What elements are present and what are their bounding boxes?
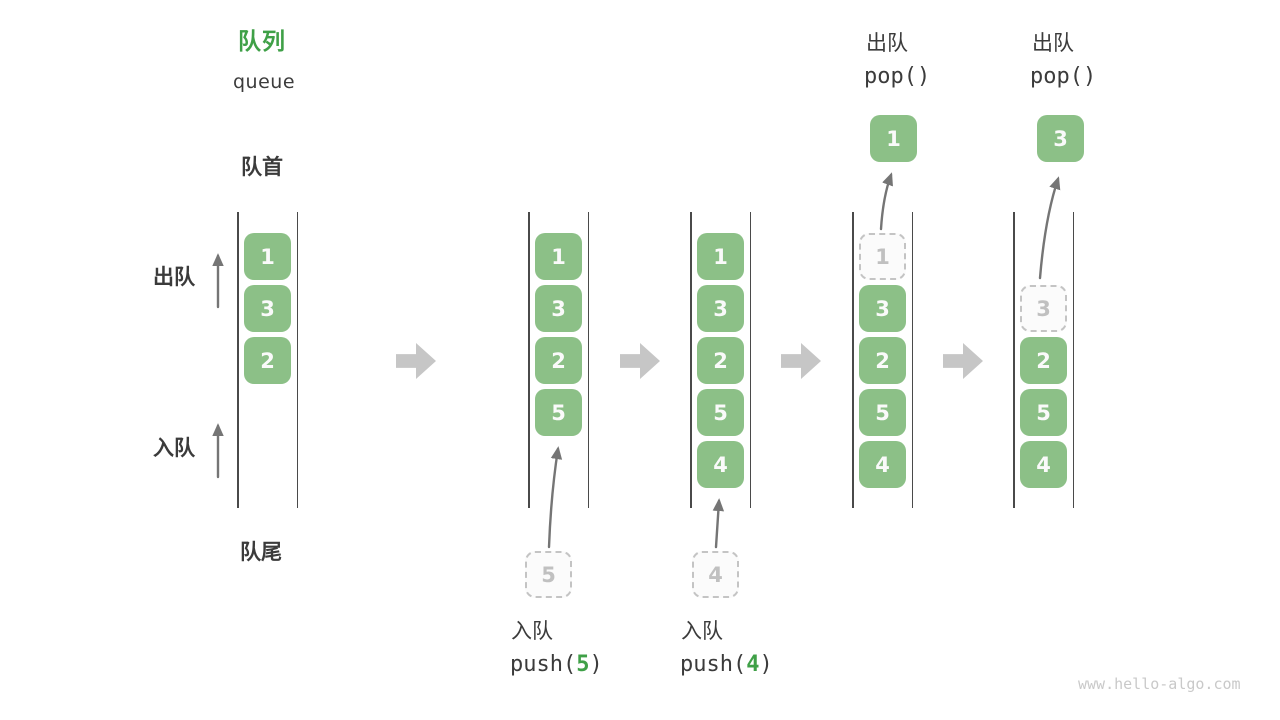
queue-wall xyxy=(911,212,913,508)
popped-element: 1 xyxy=(870,115,917,162)
queue-element: 2 xyxy=(244,337,291,384)
pop-code: pop() xyxy=(1030,64,1097,89)
right-block-arrow-icon xyxy=(396,343,436,379)
queue-element: 1 xyxy=(535,233,582,280)
queue-wall xyxy=(237,212,239,508)
queue-wall xyxy=(587,212,589,508)
popped-element: 3 xyxy=(1037,115,1084,162)
queue-element: 5 xyxy=(697,389,744,436)
queue-state-3: 1 3 2 5 4 xyxy=(690,212,751,508)
queue-wall xyxy=(1013,212,1015,508)
queue-state-5: 3 2 5 4 xyxy=(1013,212,1074,508)
right-block-arrow-icon xyxy=(781,343,821,379)
queue-wall xyxy=(749,212,751,508)
watermark: www.hello-algo.com xyxy=(1078,675,1241,693)
queue-element: 2 xyxy=(1020,337,1067,384)
queue-element: 5 xyxy=(859,389,906,436)
queue-element-removed: 3 xyxy=(1020,285,1067,332)
pending-element: 4 xyxy=(692,551,739,598)
queue-element: 1 xyxy=(244,233,291,280)
queue-element: 1 xyxy=(697,233,744,280)
push-code-suffix: ) xyxy=(759,652,773,677)
queue-element: 3 xyxy=(697,285,744,332)
queue-wall xyxy=(296,212,298,508)
diagram-title-en: queue xyxy=(233,71,296,93)
enqueue-op-label: 入队 xyxy=(681,619,723,643)
queue-element: 5 xyxy=(535,389,582,436)
queue-state-2: 1 3 2 5 xyxy=(528,212,589,508)
enqueue-op-label: 入队 xyxy=(511,619,553,643)
queue-state-1: 1 3 2 xyxy=(237,212,298,508)
queue-element-removed: 1 xyxy=(859,233,906,280)
right-block-arrow-icon xyxy=(943,343,983,379)
queue-element: 2 xyxy=(697,337,744,384)
push-code-suffix: ) xyxy=(589,652,603,677)
queue-element: 4 xyxy=(1020,441,1067,488)
queue-element: 2 xyxy=(535,337,582,384)
pop-code: pop() xyxy=(864,64,931,89)
dequeue-op-label: 出队 xyxy=(1032,31,1074,55)
push-code-prefix: push( xyxy=(680,652,747,677)
queue-element: 3 xyxy=(244,285,291,332)
queue-element: 2 xyxy=(859,337,906,384)
queue-state-4: 1 3 2 5 4 xyxy=(852,212,913,508)
dequeue-side-label: 出队 xyxy=(153,265,195,289)
push-code: push(5) xyxy=(510,652,603,677)
queue-element: 4 xyxy=(859,441,906,488)
push-code-prefix: push( xyxy=(510,652,577,677)
queue-rear-label: 队尾 xyxy=(240,540,282,564)
queue-front-label: 队首 xyxy=(241,155,283,179)
queue-wall xyxy=(852,212,854,508)
push-code-arg: 5 xyxy=(576,652,590,677)
push-code-arg: 4 xyxy=(746,652,760,677)
dequeue-op-label: 出队 xyxy=(866,31,908,55)
queue-wall xyxy=(690,212,692,508)
diagram-title-zh: 队列 xyxy=(238,29,286,55)
queue-element: 5 xyxy=(1020,389,1067,436)
queue-wall xyxy=(528,212,530,508)
queue-element: 3 xyxy=(535,285,582,332)
queue-element: 4 xyxy=(697,441,744,488)
pending-element: 5 xyxy=(525,551,572,598)
queue-element: 3 xyxy=(859,285,906,332)
enqueue-side-label: 入队 xyxy=(153,436,195,460)
push-code: push(4) xyxy=(680,652,773,677)
right-block-arrow-icon xyxy=(620,343,660,379)
queue-wall xyxy=(1072,212,1074,508)
